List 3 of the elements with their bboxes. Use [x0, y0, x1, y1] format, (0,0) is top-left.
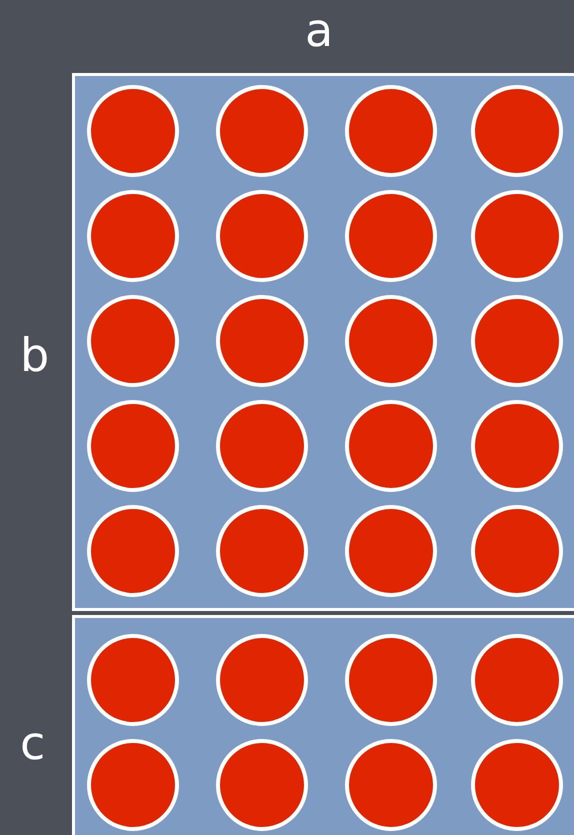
- side-label: b: [20, 330, 50, 380]
- side-label: a: [305, 5, 334, 55]
- side-label: c: [20, 718, 46, 768]
